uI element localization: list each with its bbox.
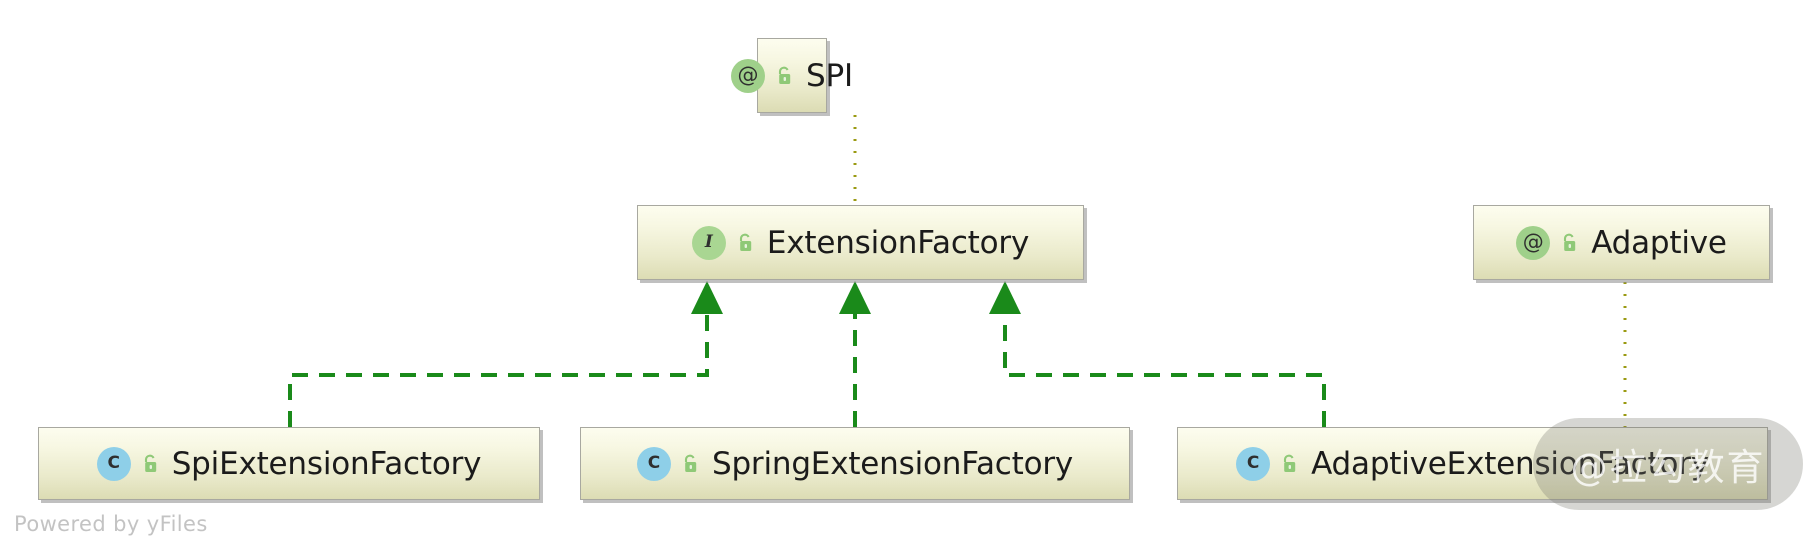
interface-kind-icon: I xyxy=(691,225,726,260)
unlocked-padlock-icon xyxy=(144,454,156,472)
uml-node-adaptive[interactable]: @ Adaptive xyxy=(1473,205,1770,280)
uml-node-spring-extension-factory[interactable]: C SpringExtensionFactory xyxy=(580,427,1130,500)
node-content: C SpiExtensionFactory xyxy=(39,446,539,482)
node-label: AdaptiveExtensionFactory xyxy=(1311,445,1709,482)
node-label: SPI xyxy=(806,57,853,94)
node-label: SpringExtensionFactory xyxy=(711,445,1074,482)
unlocked-padlock-icon xyxy=(739,233,752,251)
unlocked-padlock-icon xyxy=(684,454,697,472)
arrowhead-adaptive-factory xyxy=(989,281,1021,314)
annotation-kind-icon: @ xyxy=(1516,225,1551,260)
node-content: C SpringExtensionFactory xyxy=(581,446,1129,482)
uml-node-adaptive-extension-factory[interactable]: C AdaptiveExtensionFactory xyxy=(1177,427,1768,500)
uml-node-spi[interactable]: @ SPI xyxy=(731,38,853,113)
uml-node-spi-extension-factory[interactable]: C SpiExtensionFactory xyxy=(38,427,540,500)
node-label: ExtensionFactory xyxy=(766,224,1030,261)
node-label: Adaptive xyxy=(1591,224,1727,261)
uml-node-extension-factory[interactable]: I ExtensionFactory xyxy=(637,205,1084,280)
node-content: @ SPI xyxy=(731,58,853,94)
unlocked-padlock-icon xyxy=(778,66,791,84)
unlocked-padlock-icon xyxy=(1564,233,1576,251)
edge-adaptive-factory-realizes xyxy=(1003,300,1326,427)
class-kind-icon: C xyxy=(1236,446,1271,481)
class-kind-icon: C xyxy=(636,446,671,481)
class-kind-icon: C xyxy=(96,446,131,481)
arrowhead-spring-factory xyxy=(839,281,871,314)
annotation-kind-icon: @ xyxy=(731,58,766,93)
unlocked-padlock-icon xyxy=(1284,454,1296,472)
node-label: SpiExtensionFactory xyxy=(171,445,482,482)
yfiles-credit: Powered by yFiles xyxy=(14,512,208,536)
arrowhead-spi-factory xyxy=(691,281,723,314)
node-content: @ Adaptive xyxy=(1474,225,1769,261)
node-content: C AdaptiveExtensionFactory xyxy=(1178,446,1767,482)
edge-spi-factory-realizes xyxy=(288,300,709,427)
node-content: I ExtensionFactory xyxy=(638,225,1083,261)
